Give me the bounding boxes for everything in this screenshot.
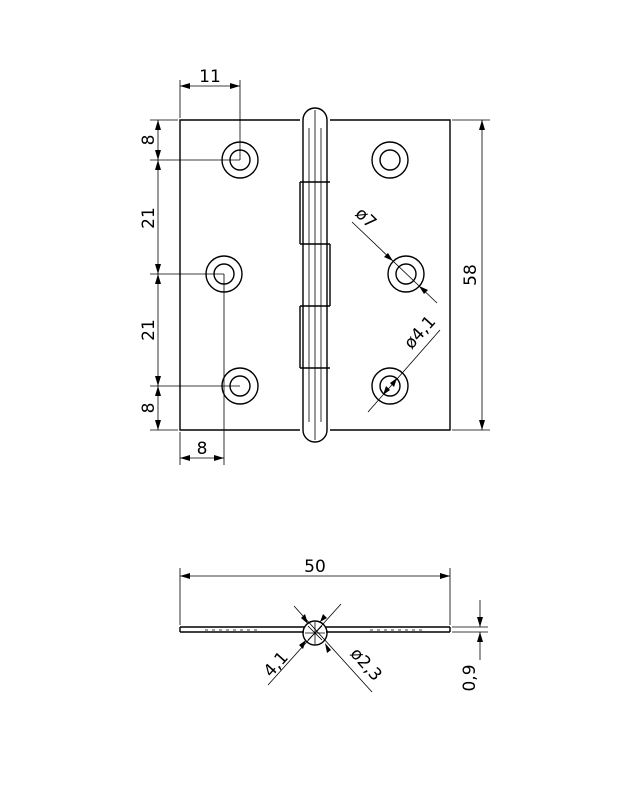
dimension-pin-diameter: 4,1 ø2,3 [260,603,386,693]
dimension-hole-offset-top: 11 [179,67,241,160]
dim-label-dia-2-3: ø2,3 [346,644,386,685]
right-leaf-outline [330,119,451,431]
hinge-top-view: 11 8 21 21 8 [139,67,490,465]
dim-label-dia-4-1: ø4,1 [400,312,440,353]
left-leaf-outline [179,119,300,431]
dim-label-dia-7: ø7 [351,204,380,233]
dim-label-58: 58 [461,264,481,286]
dimension-left-offset: 8 [179,274,225,465]
dim-label-0-9: 0,9 [460,664,480,691]
dim-label-8-horizontal: 8 [197,439,208,459]
dim-label-4-1: 4,1 [260,648,293,681]
hinge-side-view: 50 4,1 ø2,3 0,9 [179,557,488,693]
dim-label-8-top: 8 [139,135,159,146]
dim-label-21-lower: 21 [139,319,159,341]
hole-right-top [371,141,409,179]
side-plate-right [326,626,451,633]
dimension-thickness: 0,9 [452,600,488,692]
side-plate-left [179,626,304,633]
dim-label-21-upper: 21 [139,207,159,229]
dim-label-50: 50 [304,557,326,577]
dimension-countersink-diameter: ø7 [351,204,438,304]
dimension-chain-left: 8 21 21 8 [139,119,240,431]
dim-label-11: 11 [199,67,221,87]
dimension-height: 58 [452,119,490,431]
hinge-knuckle [299,107,331,443]
dimension-width: 50 [179,557,451,625]
hole-right-middle [387,255,425,293]
dim-label-8-bottom: 8 [139,403,159,414]
hole-right-bottom [371,367,409,405]
